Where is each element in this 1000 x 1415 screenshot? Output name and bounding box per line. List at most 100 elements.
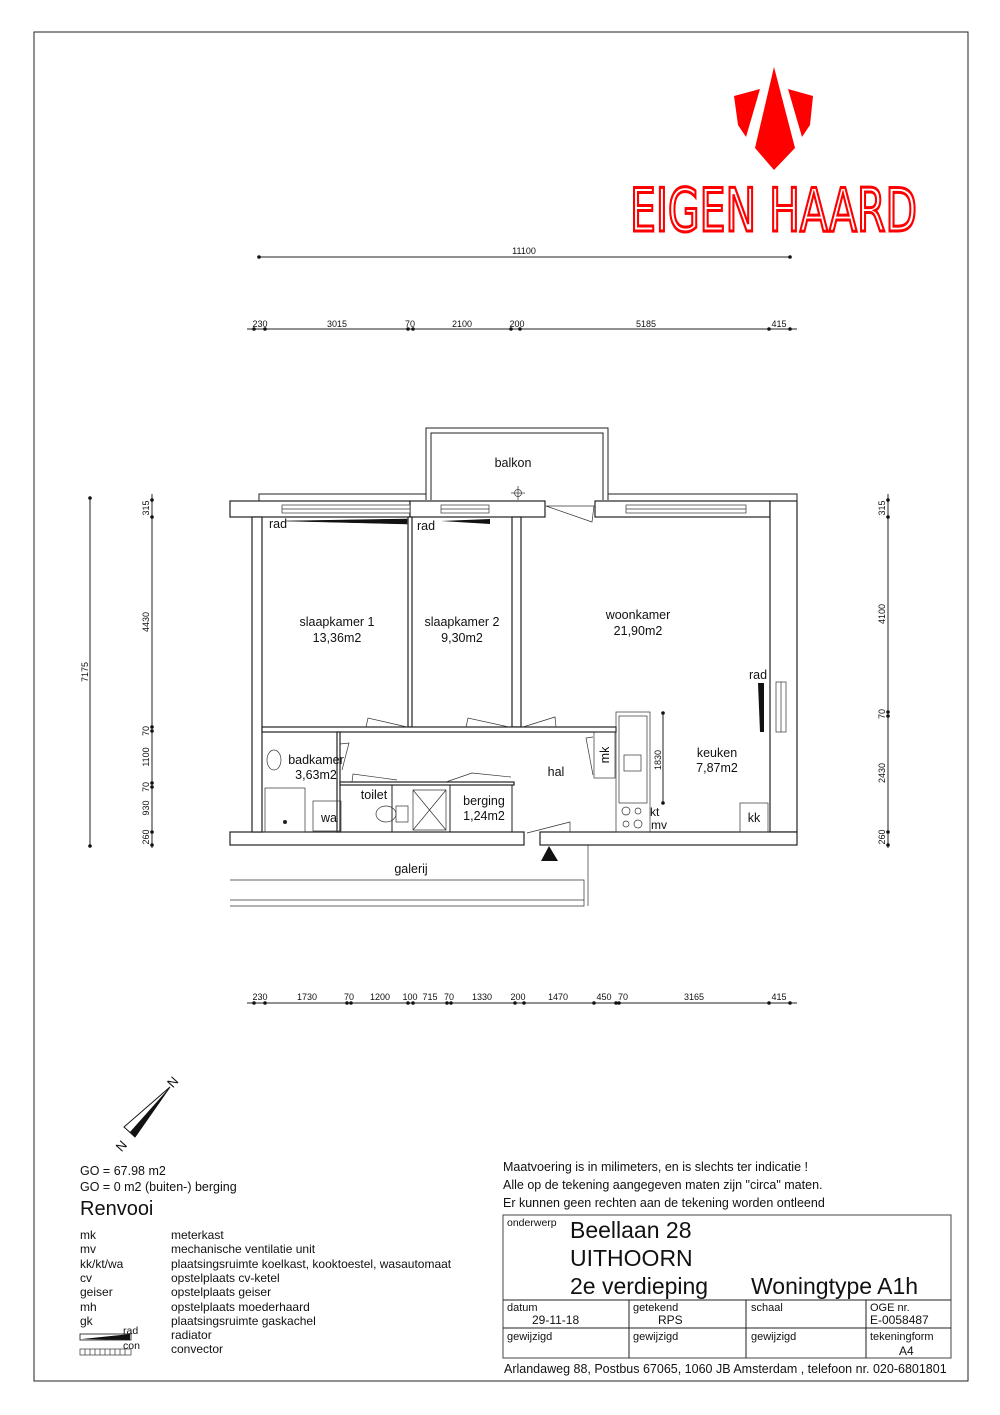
windows	[281, 504, 787, 733]
storage-area: GO = 0 m2 (buiten-) berging	[80, 1180, 237, 1194]
kitchen-counter	[615, 711, 651, 833]
compass-label: N	[113, 1138, 130, 1155]
dimension-label: 1330	[472, 992, 492, 1002]
dimension-label: 4100	[877, 604, 887, 624]
compass-north-label: N	[164, 1073, 181, 1090]
dimension-label: 70	[405, 319, 415, 329]
title-block: onderwerp Beellaan 28 UITHOORN 2e verdie…	[502, 1214, 952, 1359]
room-area: 9,30m2	[441, 631, 483, 645]
dimension-label: 315	[141, 500, 151, 515]
shaft	[412, 789, 447, 831]
legend: mk meterkast mv mechanische ventilatie u…	[79, 1228, 452, 1356]
room-area: 1,24m2	[463, 809, 505, 823]
dimension-label: 1100	[141, 747, 151, 766]
dimension-label: 415	[771, 992, 786, 1002]
dimension-label: 3165	[684, 992, 704, 1002]
radiator-symbol-icon	[79, 1333, 132, 1341]
dimension-label: 70	[444, 992, 454, 1002]
room-label-badkamer: badkamer	[288, 753, 344, 767]
radiator-icon	[284, 518, 408, 525]
project-city: UITHOORN	[570, 1245, 693, 1271]
dimension-label: 1200	[370, 992, 390, 1002]
wall-bottom	[539, 831, 798, 846]
dimension-label: 415	[771, 319, 786, 329]
tekeningform-value: A4	[899, 1344, 914, 1358]
washbasin-icon	[266, 749, 282, 771]
floor-plan: 1830 balkon rad rad rad slaapkamer 1 13,…	[229, 427, 798, 907]
dimension-label: 715	[422, 992, 437, 1002]
meter-cupboard-label: mk	[598, 746, 612, 763]
doors	[339, 716, 594, 834]
legend-desc: plaatsingsruimte gaskachel	[171, 1314, 316, 1328]
page-border	[33, 31, 969, 1382]
room-label-slaapkamer-2: slaapkamer 2	[424, 615, 499, 629]
dimension-label: 1830	[653, 750, 663, 770]
note-line: Maatvoering is in milimeters, en is slec…	[503, 1160, 808, 1174]
legend-key: geiser	[80, 1285, 113, 1299]
room-label-toilet: toilet	[361, 788, 388, 802]
legend-desc: opstelplaats cv-ketel	[171, 1271, 280, 1285]
onderwerp-label: onderwerp	[507, 1217, 557, 1229]
dimension-label: 200	[509, 319, 524, 329]
galerij-outline	[230, 845, 589, 907]
room-label-balkon: balkon	[495, 456, 532, 470]
legend-desc: opstelplaats geiser	[171, 1285, 271, 1299]
dimension-label: 1730	[297, 992, 317, 1002]
drain-icon	[283, 820, 287, 824]
legend-key: gk	[80, 1314, 94, 1328]
note-line: Er kunnen geen rechten aan de tekening w…	[503, 1196, 825, 1210]
project-address: Beellaan 28	[570, 1217, 692, 1243]
radiator-label: rad	[749, 668, 767, 682]
dimension-label: 260	[141, 829, 151, 844]
datum-value: 29-11-18	[532, 1313, 579, 1327]
gewijzigd-label: gewijzigd	[751, 1331, 796, 1343]
entrance-arrow-icon	[541, 846, 558, 861]
north-arrow-icon: N N	[113, 1073, 182, 1154]
dimension-label: 260	[877, 829, 887, 844]
oge-label: OGE nr.	[870, 1302, 910, 1314]
dimension-label: 100	[402, 992, 417, 1002]
room-label-slaapkamer-1: slaapkamer 1	[299, 615, 374, 629]
legend-title: Renvooi	[80, 1198, 153, 1220]
room-area: 7,87m2	[696, 761, 738, 775]
legend-key: cv	[80, 1271, 92, 1285]
tekeningform-label: tekeningform	[870, 1331, 934, 1343]
dimension-left: 7175 315 4430 70 1100 70 930 260	[80, 494, 154, 848]
dimension-right: 315 4100 70 2430 260	[877, 494, 890, 848]
washer-label: wa	[320, 811, 337, 825]
fridge-label: kk	[748, 811, 761, 825]
getekend-label: getekend	[633, 1302, 678, 1314]
legend-desc: plaatsingsruimte koelkast, kooktoestel, …	[171, 1257, 452, 1271]
shower	[264, 787, 306, 833]
room-area: 13,36m2	[313, 631, 362, 645]
dimension-label: 2100	[452, 319, 472, 329]
dimension-label: 200	[510, 992, 525, 1002]
room-label-hal: hal	[548, 765, 565, 779]
logo-right-flame	[788, 89, 813, 137]
stove-icon	[621, 806, 643, 829]
dimension-label: 70	[344, 992, 354, 1002]
dimension-label: 1470	[548, 992, 568, 1002]
legend-key: mk	[80, 1228, 97, 1242]
dimension-label: 5185	[636, 319, 656, 329]
washer-space	[312, 800, 342, 832]
dimension-bottom-row: 230 1730 70 1200 100 715 70 1330 200 147…	[247, 992, 797, 1005]
legend-desc: meterkast	[171, 1228, 224, 1242]
stove-label: kt	[650, 805, 660, 819]
balcony-light-icon	[511, 486, 525, 500]
logo-center-flame	[755, 67, 795, 170]
room-label-berging: berging	[463, 794, 505, 808]
dimension-label: 4430	[141, 612, 151, 632]
dimension-label: 315	[877, 500, 887, 515]
radiator-label: rad	[417, 519, 435, 533]
dimension-label: 230	[252, 319, 267, 329]
getekend-value: RPS	[658, 1313, 683, 1327]
ventilation-label: mv	[651, 818, 667, 832]
dimension-label: 450	[596, 992, 611, 1002]
schaal-label: schaal	[751, 1302, 783, 1314]
room-label-woonkamer: woonkamer	[605, 608, 671, 622]
gewijzigd-label: gewijzigd	[507, 1331, 552, 1343]
dimension-label: 930	[141, 800, 151, 815]
wall-right	[769, 500, 798, 833]
